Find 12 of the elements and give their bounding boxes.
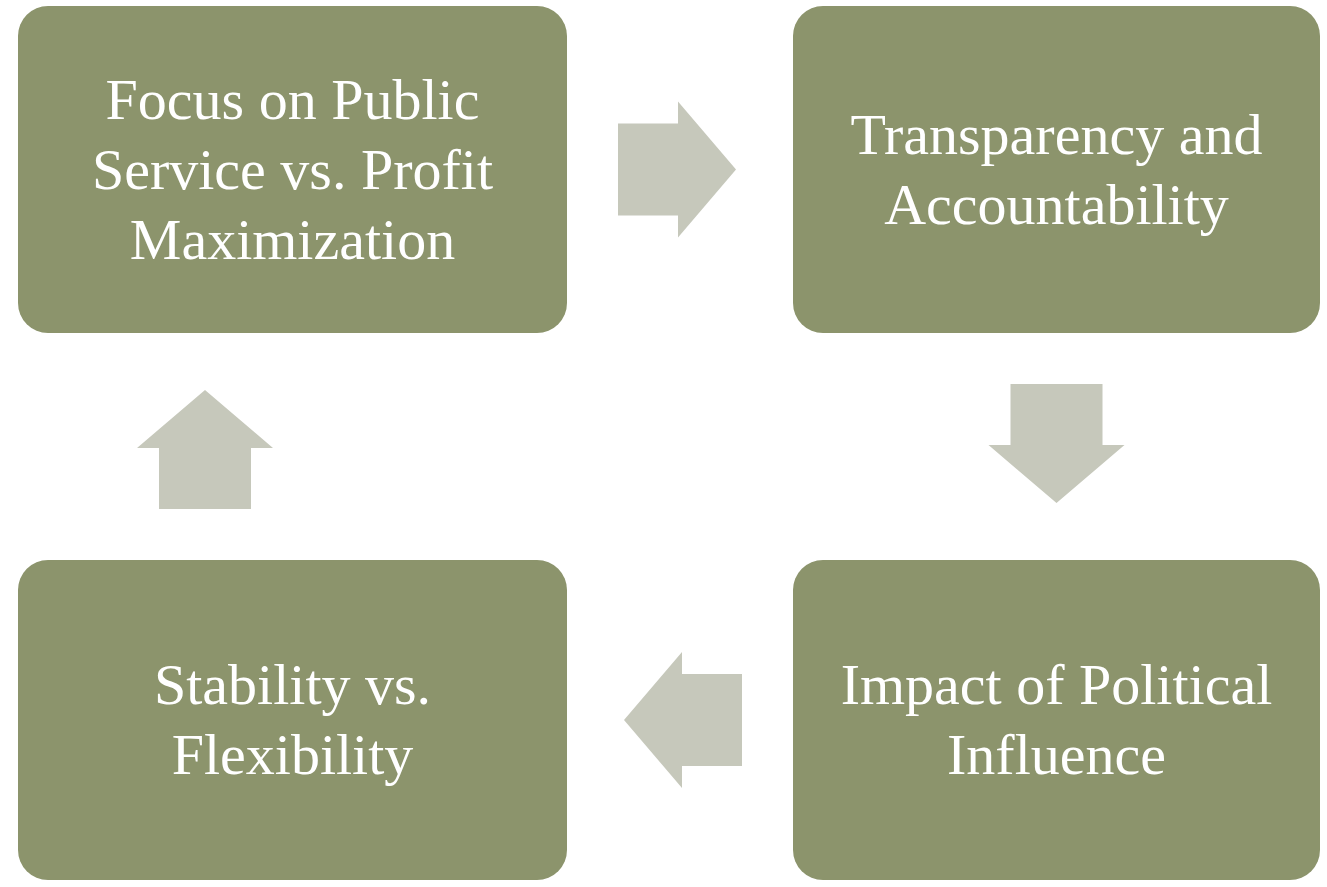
block-arrow xyxy=(618,101,736,238)
box-label: Focus on Public Service vs. Profit Maximization xyxy=(90,65,495,274)
box-label: Impact of Political Influence xyxy=(839,651,1274,789)
process-box xyxy=(793,6,1320,333)
process-box xyxy=(18,6,567,333)
process-box xyxy=(18,560,567,880)
box-label: Transparency and Accountability xyxy=(849,100,1264,239)
block-arrow xyxy=(988,384,1125,503)
block-arrow xyxy=(624,652,742,788)
box-label: Stability vs. Flexibility xyxy=(152,651,433,789)
block-arrow xyxy=(137,390,273,509)
process-box xyxy=(793,560,1320,880)
